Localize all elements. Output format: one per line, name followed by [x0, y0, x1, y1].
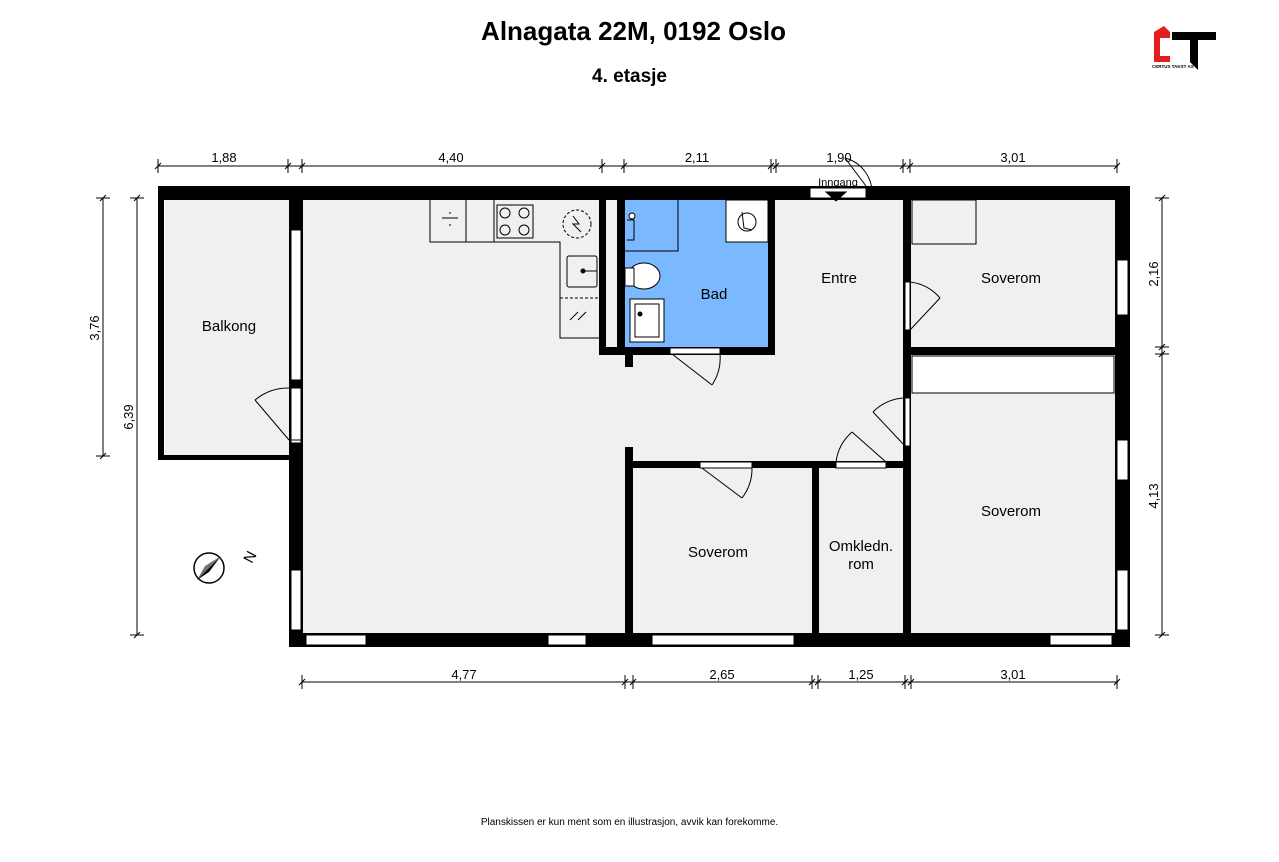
logo-text: CERTUS TAKST AS — [1152, 64, 1194, 69]
door-omkledn[interactable] — [835, 431, 887, 469]
room-label-bad: Bad — [701, 286, 728, 303]
room-label-omkledn-line2: rom — [848, 556, 874, 573]
dim-left-1: 3,76 — [87, 315, 102, 340]
dim-top-3: 2,11 — [685, 150, 709, 165]
closet-right — [911, 355, 1115, 394]
dim-bottom-1: 4,77 — [451, 667, 476, 682]
washer-icon — [725, 199, 769, 243]
room-label-balkong: Balkong — [202, 318, 256, 335]
bathroom-fixtures — [624, 199, 769, 343]
entrance-label: Inngang — [818, 177, 858, 189]
dim-top-1: 1,88 — [211, 150, 236, 165]
dim-bottom-3: 1,25 — [848, 667, 873, 682]
compass-icon: N — [193, 548, 260, 584]
dim-left-2: 6,39 — [121, 404, 136, 429]
door-inngang[interactable] — [824, 157, 873, 202]
bathroom-sink-icon — [629, 298, 665, 343]
page-title: Alnagata 22M, 0192 Oslo — [481, 16, 786, 46]
dim-top-5: 3,01 — [1000, 150, 1025, 165]
dim-top-2: 4,40 — [438, 150, 463, 165]
door-soverom-top-right[interactable] — [904, 281, 941, 331]
soverom-right-floor — [910, 355, 1116, 637]
room-label-soverom-right: Soverom — [981, 503, 1041, 520]
dim-bottom-2: 2,65 — [709, 667, 734, 682]
dim-bottom-4: 3,01 — [1000, 667, 1025, 682]
compass-north-label: N — [240, 548, 260, 566]
dim-top-4: 1,90 — [826, 150, 851, 165]
certus-logo: CERTUS TAKST AS — [1148, 26, 1220, 77]
dim-right-1: 2,16 — [1146, 261, 1161, 286]
disclaimer: Planskissen er kun ment som en illustras… — [480, 817, 779, 828]
doors — [254, 157, 1115, 499]
dimension-lines — [96, 159, 1169, 689]
fridge-icon — [559, 297, 601, 339]
wardrobe-top-right — [911, 199, 977, 245]
room-label-soverom-bottom: Soverom — [688, 544, 748, 561]
dim-right-2: 4,13 — [1146, 483, 1161, 508]
door-soverom-bottom[interactable] — [699, 461, 753, 499]
soverom-bottom-floor — [632, 467, 812, 637]
room-label-entre: Entre — [821, 270, 857, 287]
balkong-floor — [165, 200, 290, 457]
door-balkong[interactable] — [254, 387, 302, 441]
dishwasher-icon — [562, 209, 592, 239]
living-floor — [300, 200, 628, 636]
kitchen — [429, 200, 601, 339]
floor-label: 4. etasje — [592, 66, 667, 87]
door-soverom-right[interactable] — [872, 397, 911, 447]
room-label-omkledn-line1: Omkledn. — [829, 538, 893, 555]
door-bad[interactable] — [669, 347, 721, 386]
omkledn-floor — [818, 467, 906, 637]
room-label-soverom-top-right: Soverom — [981, 270, 1041, 287]
shower-icon — [627, 219, 635, 241]
stove-icon — [496, 204, 534, 239]
